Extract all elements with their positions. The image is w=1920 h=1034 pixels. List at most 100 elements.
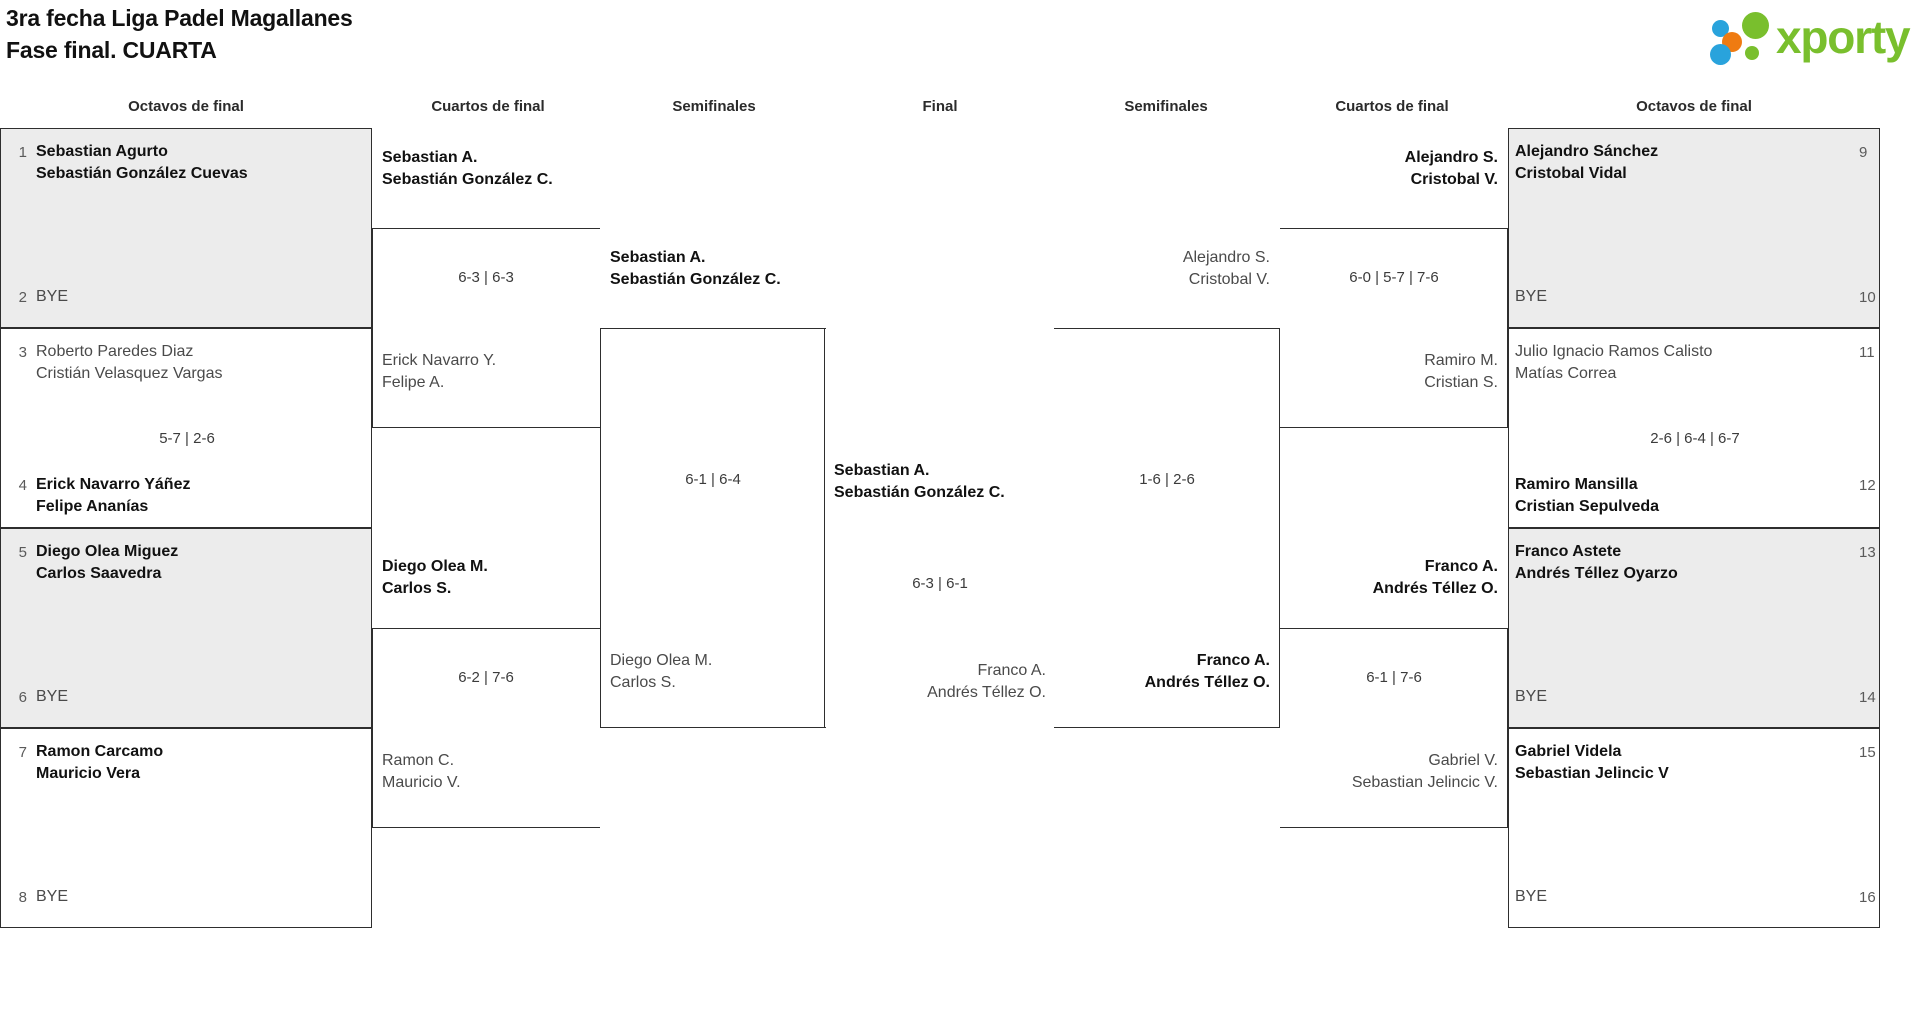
logo-dot-green-big	[1742, 12, 1769, 39]
player-line-1: BYE	[36, 888, 69, 905]
player-line-1: Franco A.	[977, 662, 1046, 679]
player-line-2: Carlos Saavedra	[36, 564, 162, 582]
seed-slot-3[interactable]: 3 Roberto Paredes Diaz Cristián Velasque…	[1, 341, 371, 384]
player-line-1: Franco A.	[1424, 558, 1498, 575]
seed-box-3-4[interactable]: 3 Roberto Paredes Diaz Cristián Velasque…	[0, 328, 372, 528]
logo-dot-green-sm	[1745, 46, 1759, 60]
match-score-qf-right-1: 6-0 | 5-7 | 7-6	[1349, 269, 1439, 286]
player-line-1: Alejandro Sánchez	[1515, 143, 1659, 160]
player-line-2: Andrés Téllez O.	[927, 683, 1046, 701]
seed-number: 3	[18, 344, 27, 361]
player-line-2: Felipe A.	[382, 373, 445, 391]
seed-slot-6[interactable]: 6 BYE	[1, 686, 371, 708]
seed-slot-11[interactable]: 11 Julio Ignacio Ramos Calisto Matías Co…	[1509, 341, 1879, 384]
seed-slot-10[interactable]: 10 BYE	[1509, 286, 1879, 308]
final-divider	[824, 328, 825, 728]
player-line-1: Diego Olea M.	[382, 558, 488, 575]
sf-entry-left-1[interactable]: Sebastian A. Sebastián González C.	[610, 247, 781, 290]
seed-names: Gabriel Videla Sebastian Jelincic V	[1509, 741, 1853, 784]
seed-box-7-8[interactable]: 7 Ramon Carcamo Mauricio Vera 8 BYE	[0, 728, 372, 928]
qf-entry-left-4[interactable]: Ramon C. Mauricio V.	[382, 750, 461, 793]
column-header-right-sf: Semifinales	[1124, 98, 1208, 115]
seed-slot-1[interactable]: 1 Sebastian Agurto Sebastián González Cu…	[1, 141, 371, 184]
match-score-final: 6-3 | 6-1	[912, 575, 968, 592]
seed-names: BYE	[1509, 886, 1853, 908]
seed-box-9-10[interactable]: 9 Alejandro Sánchez Cristobal Vidal 10 B…	[1508, 128, 1880, 328]
seed-box-5-6[interactable]: 5 Diego Olea Miguez Carlos Saavedra 6 BY…	[0, 528, 372, 728]
seed-slot-14[interactable]: 14 BYE	[1509, 686, 1879, 708]
player-line-2: Andrés Téllez O.	[1144, 673, 1270, 691]
player-line-2: Sebastián González Cuevas	[36, 164, 248, 182]
qf-entry-right-3[interactable]: Franco A. Andrés Téllez O.	[1278, 556, 1498, 599]
seed-number: 5	[18, 544, 27, 561]
qf-frame-right-bottom	[1280, 628, 1508, 828]
player-line-2: Cristián Velasquez Vargas	[36, 364, 223, 382]
qf-frame-left-bottom	[372, 628, 600, 828]
seed-slot-16[interactable]: 16 BYE	[1509, 886, 1879, 908]
seed-names: Julio Ignacio Ramos Calisto Matías Corre…	[1509, 341, 1853, 384]
seed-box-13-14[interactable]: 13 Franco Astete Andrés Téllez Oyarzo 14…	[1508, 528, 1880, 728]
final-entry-1[interactable]: Sebastian A. Sebastián González C.	[834, 460, 1005, 503]
qf-entry-right-2[interactable]: Ramiro M. Cristian S.	[1278, 350, 1498, 393]
sf-frame-right	[1054, 328, 1280, 728]
match-score-sf-right: 1-6 | 2-6	[1139, 471, 1195, 488]
qf-entry-right-4[interactable]: Gabriel V. Sebastian Jelincic V.	[1278, 750, 1498, 793]
seed-slot-9[interactable]: 9 Alejandro Sánchez Cristobal Vidal	[1509, 141, 1879, 184]
qf-entry-right-1[interactable]: Alejandro S. Cristobal V.	[1278, 147, 1498, 190]
qf-entry-left-2[interactable]: Erick Navarro Y. Felipe A.	[382, 350, 496, 393]
player-line-1: BYE	[36, 288, 69, 305]
seed-slot-12[interactable]: 12 Ramiro Mansilla Cristian Sepulveda	[1509, 474, 1879, 517]
seed-number: 15	[1859, 744, 1876, 761]
seed-number: 2	[18, 289, 27, 306]
seed-box-11-12[interactable]: 11 Julio Ignacio Ramos Calisto Matías Co…	[1508, 328, 1880, 528]
sf-entry-left-2[interactable]: Diego Olea M. Carlos S.	[610, 650, 712, 693]
player-line-2: Sebastián González C.	[834, 483, 1005, 501]
column-header-right-qf: Cuartos de final	[1335, 98, 1449, 115]
seed-names: BYE	[27, 286, 371, 308]
player-line-1: BYE	[1515, 688, 1548, 705]
seed-box-15-16[interactable]: 15 Gabriel Videla Sebastian Jelincic V 1…	[1508, 728, 1880, 928]
seed-number: 7	[18, 744, 27, 761]
seed-number: 13	[1859, 544, 1876, 561]
seed-number: 6	[18, 689, 27, 706]
player-line-1: Ramiro Mansilla	[1515, 476, 1638, 493]
player-line-1: Ramon Carcamo	[36, 743, 164, 760]
title-line-1: 3ra fecha Liga Padel Magallanes	[6, 5, 353, 31]
player-line-1: Diego Olea M.	[610, 652, 713, 669]
seed-names: Erick Navarro Yáñez Felipe Ananías	[27, 474, 371, 517]
seed-number: 4	[18, 477, 27, 494]
seed-names: Diego Olea Miguez Carlos Saavedra	[27, 541, 371, 584]
player-line-1: Ramon C.	[382, 752, 455, 769]
column-header-left-sf: Semifinales	[672, 98, 756, 115]
seed-slot-2[interactable]: 2 BYE	[1, 286, 371, 308]
seed-slot-5[interactable]: 5 Diego Olea Miguez Carlos Saavedra	[1, 541, 371, 584]
qf-frame-left-top	[372, 228, 600, 428]
seed-names: BYE	[1509, 286, 1853, 308]
seed-number: 9	[1859, 144, 1868, 161]
player-line-2: Sebastian Jelincic V.	[1351, 773, 1498, 791]
seed-number: 16	[1859, 889, 1876, 906]
seed-number: 1	[18, 144, 27, 161]
final-entry-2[interactable]: Franco A. Andrés Téllez O.	[824, 660, 1046, 703]
player-line-1: Franco Astete	[1515, 543, 1622, 560]
qf-entry-left-3[interactable]: Diego Olea M. Carlos S.	[382, 556, 488, 599]
seed-slot-7[interactable]: 7 Ramon Carcamo Mauricio Vera	[1, 741, 371, 784]
sf-entry-right-1[interactable]: Alejandro S. Cristobal V.	[1044, 247, 1270, 290]
column-header-final: Final	[922, 98, 958, 115]
seed-slot-15[interactable]: 15 Gabriel Videla Sebastian Jelincic V	[1509, 741, 1879, 784]
seed-slot-13[interactable]: 13 Franco Astete Andrés Téllez Oyarzo	[1509, 541, 1879, 584]
page-title: 3ra fecha Liga Padel Magallanes Fase fin…	[6, 2, 353, 66]
seed-number: 8	[18, 889, 27, 906]
seed-box-1-2[interactable]: 1 Sebastian Agurto Sebastián González Cu…	[0, 128, 372, 328]
seed-slot-4[interactable]: 4 Erick Navarro Yáñez Felipe Ananías	[1, 474, 371, 517]
player-line-2: Sebastian Jelincic V	[1515, 764, 1669, 782]
qf-entry-left-1[interactable]: Sebastian A. Sebastián González C.	[382, 147, 553, 190]
sf-entry-right-2[interactable]: Franco A. Andrés Téllez O.	[1044, 650, 1270, 693]
player-line-2: Cristobal V.	[1188, 270, 1270, 288]
seed-names: Sebastian Agurto Sebastián González Cuev…	[27, 141, 371, 184]
match-score-qf-right-2: 6-1 | 7-6	[1366, 669, 1422, 686]
seed-slot-8[interactable]: 8 BYE	[1, 886, 371, 908]
player-line-1: Gabriel Videla	[1515, 743, 1622, 760]
logo-dot-blue-bot	[1710, 44, 1731, 65]
player-line-1: Sebastian A.	[834, 462, 930, 479]
